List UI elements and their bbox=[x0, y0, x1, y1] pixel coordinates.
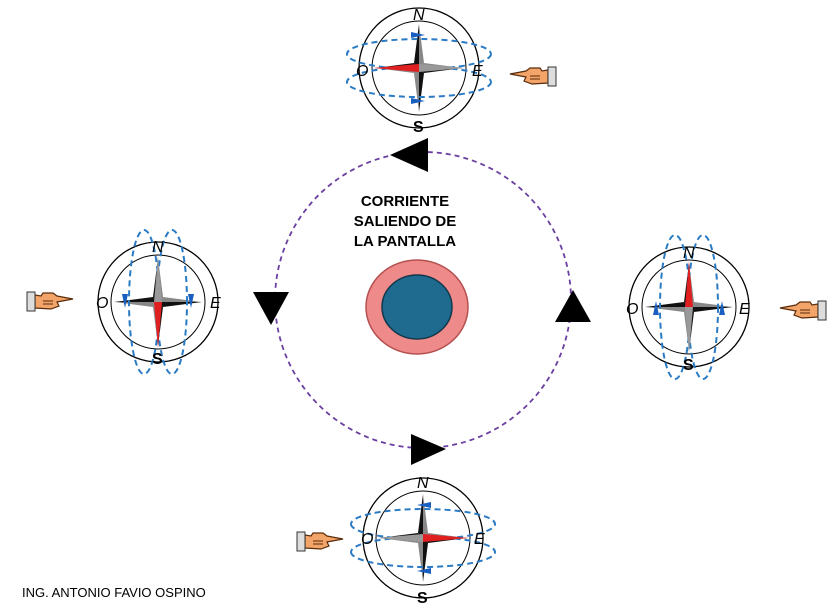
arrowhead-icon bbox=[253, 292, 289, 325]
compass-label-n: N bbox=[683, 245, 695, 262]
pointing-hand-icon bbox=[509, 66, 557, 87]
compass-label-s: S bbox=[417, 590, 428, 607]
pointing-hand-icon bbox=[26, 291, 74, 312]
compass-label-n: N bbox=[417, 475, 429, 492]
pointing-hand-icon bbox=[779, 300, 827, 321]
compass-label-e: E bbox=[210, 295, 221, 312]
compass-label-o: O bbox=[96, 295, 108, 312]
compass-label-e: E bbox=[474, 531, 485, 548]
compass-label-o: O bbox=[626, 301, 638, 318]
compass-label-n: N bbox=[413, 7, 425, 24]
compass-icon bbox=[97, 229, 219, 375]
compass-label-s: S bbox=[413, 119, 424, 136]
author-credit: ING. ANTONIO FAVIO OSPINO bbox=[22, 585, 206, 600]
compass-label-e: E bbox=[472, 63, 483, 80]
compass-icon bbox=[346, 7, 492, 129]
arrowhead-icon bbox=[390, 138, 428, 172]
title-line-3: LA PANTALLA bbox=[353, 233, 457, 250]
compass-label-s: S bbox=[152, 351, 163, 368]
compass-label-n: N bbox=[152, 239, 164, 256]
compass-label-o: O bbox=[361, 531, 373, 548]
title-line-2: SALIENDO DE bbox=[353, 213, 457, 230]
compass-label-o: O bbox=[356, 63, 368, 80]
arrowhead-icon bbox=[411, 434, 446, 465]
compass-icon bbox=[628, 234, 750, 380]
compass-icon bbox=[350, 477, 496, 599]
pointing-hand-icon bbox=[296, 531, 344, 552]
title-line-1: CORRIENTE bbox=[360, 193, 450, 210]
compass-label-s: S bbox=[683, 357, 694, 374]
wire-core bbox=[381, 274, 453, 340]
arrowhead-icon bbox=[555, 290, 591, 322]
compass-label-e: E bbox=[739, 301, 750, 318]
